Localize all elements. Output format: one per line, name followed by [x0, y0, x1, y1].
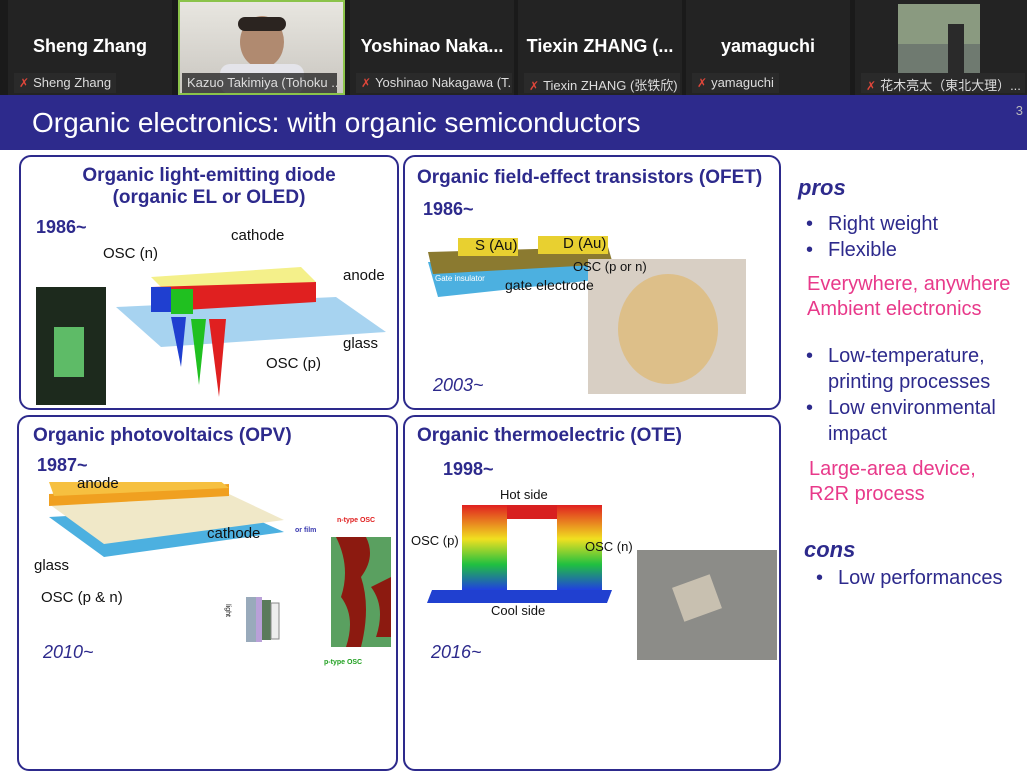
diagram-label: light — [223, 604, 231, 617]
panel-title-line: Organic light-emitting diode — [82, 165, 336, 186]
opv-diagram — [49, 482, 284, 557]
diagram-label: D (Au) — [563, 235, 607, 252]
oled-diagram — [116, 267, 386, 397]
opv-morphology-image — [331, 537, 391, 647]
year-label: 2016~ — [431, 642, 482, 662]
diagram-label: OSC (n) — [585, 539, 633, 554]
diagram-label: cathode — [231, 227, 285, 244]
diagram-label: n-type OSC — [337, 517, 376, 524]
ofet-diagram — [428, 236, 623, 297]
year-label: 1986~ — [423, 199, 474, 219]
diagram-label: Gate insulator — [435, 274, 485, 283]
participant-tile[interactable]: yamaguchi ✗yamaguchi — [686, 0, 850, 95]
year-label: 2010~ — [43, 642, 94, 662]
diagram-label: cathode — [207, 525, 261, 542]
ote-device-photo — [637, 550, 777, 660]
panel-ofet: Organic field-effect transistors (OFET) … — [403, 155, 781, 410]
pros-item: Right weight — [806, 213, 938, 236]
panel-title: Organic thermoelectric (OTE) — [417, 425, 683, 446]
participant-label-text: yamaguchi — [711, 75, 774, 90]
participant-video — [898, 4, 980, 74]
participant-label: ✗Sheng Zhang — [14, 73, 117, 93]
diagram-label: Cool side — [491, 603, 546, 618]
diagram-label: OSC (p) — [411, 533, 459, 548]
year-label: 2003~ — [433, 375, 484, 395]
participant-label-text: Sheng Zhang — [33, 75, 112, 90]
diagram-label: Hot side — [500, 487, 548, 502]
diagram-label: gate electrode — [505, 277, 594, 293]
highlight-text: Large-area device, — [809, 458, 976, 480]
participant-label-text: 花木亮太（東北大理）... — [880, 78, 1021, 93]
participant-name: Tiexin ZHANG (... — [526, 36, 674, 56]
pros-item: Low-temperature, printing processes — [806, 343, 1018, 395]
participant-label: ✗Tiexin ZHANG (张铁欣) — [524, 73, 680, 93]
year-label: 1986~ — [36, 217, 87, 237]
panel-oled: Organic light-emitting diode(organic EL … — [19, 155, 399, 410]
mic-muted-icon: ✗ — [529, 79, 540, 93]
panel-title: Organic light-emitting diode(organic EL … — [21, 165, 397, 209]
video-strip: Sheng Zhang ✗Sheng Zhang Kazuo Takimiya … — [0, 0, 1027, 95]
year-label: 1987~ — [37, 455, 88, 475]
year-label: 1998~ — [443, 459, 494, 479]
diagram-label: anode — [77, 475, 119, 492]
slide-page-number: 3 — [1015, 103, 1023, 118]
diagram-label: OSC (p or n) — [573, 259, 647, 274]
diagram-label: OSC (n) — [103, 245, 159, 262]
oled-photo — [36, 287, 106, 405]
mic-muted-icon: ✗ — [19, 76, 30, 90]
participant-label: ✗Yoshinao Nakagawa (T... — [356, 73, 512, 93]
diagram-label: OSC (p & n) — [41, 589, 123, 606]
highlight-text: R2R process — [809, 483, 925, 505]
participant-label-text: Tiexin ZHANG (张铁欣) — [543, 78, 678, 93]
diagram-label: or film — [295, 527, 317, 534]
participant-tile[interactable]: Tiexin ZHANG (... ✗Tiexin ZHANG (张铁欣) — [518, 0, 682, 95]
panel-opv: Organic photovoltaics (OPV) 1987~ anode … — [17, 415, 398, 771]
diagram-label: OSC (p) — [266, 355, 322, 372]
mic-muted-icon: ✗ — [866, 79, 877, 93]
panel-title: Organic photovoltaics (OPV) — [33, 425, 292, 446]
mic-muted-icon: ✗ — [361, 76, 372, 90]
pros-item: Flexible — [806, 239, 897, 262]
participant-name: yamaguchi — [720, 36, 816, 56]
participant-tile[interactable]: ✗花木亮太（東北大理）... — [855, 0, 1027, 95]
cons-heading: cons — [804, 537, 856, 562]
slide-title: Organic electronics: with organic semico… — [0, 95, 1027, 150]
panel-ote: Organic thermoelectric (OTE) 1998~ Hot s… — [403, 415, 781, 771]
participant-label: ✗yamaguchi — [692, 73, 779, 93]
panel-title: Organic field-effect transistors (OFET) — [417, 167, 763, 188]
participant-name: Sheng Zhang — [33, 36, 147, 56]
pros-item: Low environmental impact — [806, 395, 1018, 447]
participant-label: Kazuo Takimiya (Tohoku ... — [182, 73, 337, 93]
cons-item: Low performances — [816, 567, 1002, 590]
diagram-label: glass — [343, 335, 379, 352]
participant-name: Yoshinao Naka... — [360, 36, 504, 56]
diagram-label: S (Au) — [475, 237, 518, 254]
ote-diagram — [427, 505, 612, 603]
highlight-text: Everywhere, anywhere — [807, 273, 1011, 295]
participant-tile[interactable]: Yoshinao Naka... ✗Yoshinao Nakagawa (T..… — [350, 0, 514, 95]
diagram-label: p-type OSC — [324, 659, 363, 666]
participant-label-text: Yoshinao Nakagawa (T... — [375, 75, 512, 90]
pros-heading: pros — [798, 175, 846, 200]
shared-slide: Organic electronics: with organic semico… — [0, 95, 1027, 771]
opv-device-sketch — [246, 597, 280, 642]
diagram-label: anode — [343, 267, 385, 284]
participant-label: ✗花木亮太（東北大理）... — [861, 73, 1025, 93]
ofet-flexible-photo — [588, 259, 746, 394]
participant-tile-active-speaker[interactable]: Kazuo Takimiya (Tohoku ... — [178, 0, 345, 95]
mic-muted-icon: ✗ — [697, 76, 708, 90]
participant-tile[interactable]: Sheng Zhang ✗Sheng Zhang — [8, 0, 172, 95]
diagram-label: glass — [34, 557, 70, 574]
highlight-text: Ambient electronics — [807, 298, 982, 320]
panel-title-line: (organic EL or OLED) — [112, 187, 306, 208]
